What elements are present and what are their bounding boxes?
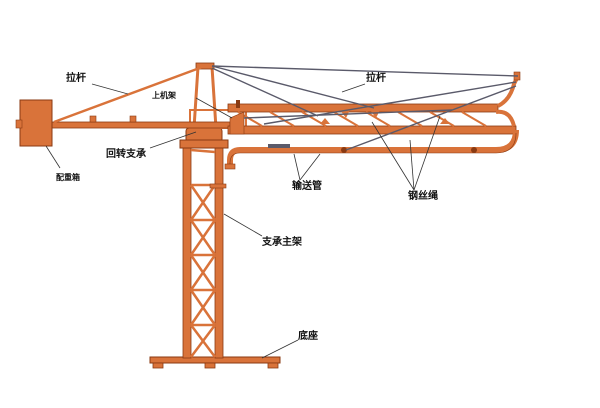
wire-rope xyxy=(211,65,519,151)
tie-rod-left-label: 拉杆 xyxy=(66,73,86,84)
upper-frame-label: 上机架 xyxy=(152,91,176,100)
counterweight-box-label: 配重箱 xyxy=(56,173,80,182)
counterweight-arm xyxy=(49,115,231,129)
leader-lines xyxy=(45,83,441,359)
tie-rod-left xyxy=(53,64,206,124)
delivery-pipe-label: 输送管 xyxy=(292,181,322,192)
delivery-pipe xyxy=(224,129,519,170)
main-support-frame xyxy=(182,147,227,359)
slewing-bearing-label: 回转支承 xyxy=(106,149,146,160)
main-support-frame-label: 支承主架 xyxy=(262,237,302,248)
base-label: 底座 xyxy=(298,331,318,342)
tie-rod-right-label: 拉杆 xyxy=(366,73,386,84)
base xyxy=(149,356,281,369)
counterweight-box xyxy=(15,99,53,147)
wire-rope-label: 钢丝绳 xyxy=(408,191,438,202)
boom-tip xyxy=(495,71,521,127)
slewing-bearing xyxy=(179,127,229,149)
